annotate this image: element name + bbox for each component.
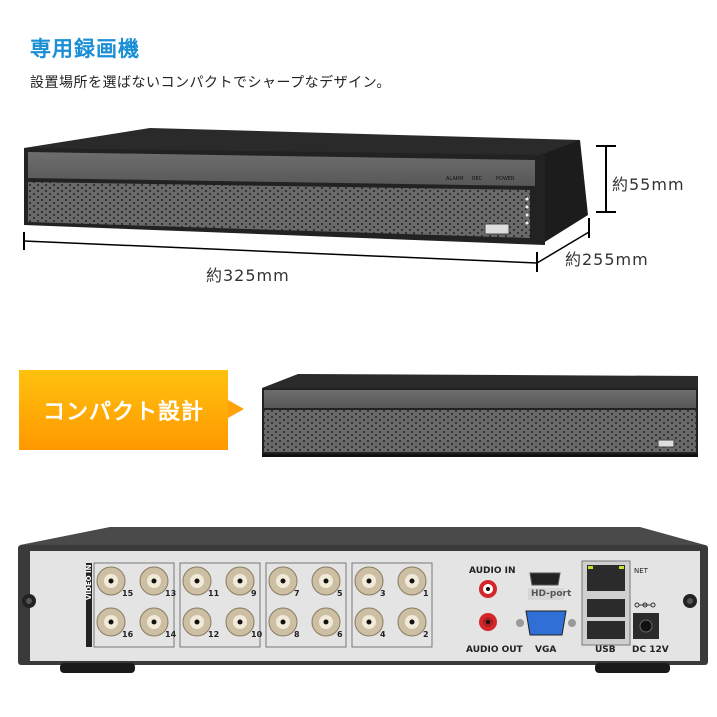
dvr-front-illustration bbox=[23, 128, 616, 272]
page-title: 専用録画機 bbox=[30, 37, 140, 61]
dc-12v-label: DC 12V bbox=[632, 645, 669, 655]
depth-dimension-label: 約255mm bbox=[565, 250, 649, 269]
bnc-14: 14 bbox=[165, 630, 177, 639]
bnc-1: 1 bbox=[423, 589, 429, 598]
usb-label: USB bbox=[595, 645, 616, 655]
bnc-connectors bbox=[96, 566, 427, 637]
indicator-rec: REC bbox=[472, 176, 483, 182]
bnc-7: 7 bbox=[294, 589, 300, 598]
video-in-label: VIDEO IN bbox=[85, 564, 93, 600]
bnc-13: 13 bbox=[165, 589, 177, 598]
bnc-8: 8 bbox=[294, 630, 300, 639]
bnc-10: 10 bbox=[251, 630, 263, 639]
banner-label: コンパクト設計 bbox=[42, 400, 204, 425]
back-panel-illustration bbox=[18, 527, 708, 673]
vga-label: VGA bbox=[535, 645, 557, 655]
indicator-power: POWER bbox=[496, 176, 515, 182]
bnc-6: 6 bbox=[337, 630, 343, 639]
bnc-9: 9 bbox=[251, 589, 257, 598]
dvr-back-panel: VIDEO IN 15 13 11 9 7 5 3 1 16 14 12 10 … bbox=[0, 505, 717, 685]
bnc-11: 11 bbox=[208, 589, 220, 598]
height-dimension-label: 約55mm bbox=[612, 175, 685, 194]
audio-in-label: AUDIO IN bbox=[469, 566, 516, 576]
indicator-alarm: ALARM bbox=[446, 176, 464, 182]
bnc-5: 5 bbox=[337, 589, 343, 598]
bnc-16: 16 bbox=[122, 630, 134, 639]
bnc-15: 15 bbox=[122, 589, 134, 598]
hd-port-label: HD-port bbox=[531, 589, 572, 599]
bnc-12: 12 bbox=[208, 630, 220, 639]
compact-design-banner: コンパクト設計 bbox=[19, 370, 244, 450]
net-label: NET bbox=[634, 567, 648, 575]
audio-out-label: AUDIO OUT bbox=[466, 645, 523, 655]
page-subtitle: 設置場所を選ばないコンパクトでシャープなデザイン。 bbox=[30, 75, 391, 91]
dvr-compact-illustration bbox=[262, 374, 698, 457]
bnc-3: 3 bbox=[380, 589, 386, 598]
width-dimension-label: 約325mm bbox=[206, 266, 290, 285]
bnc-2: 2 bbox=[423, 630, 429, 639]
dvr-front-view: ALARM REC POWER 約325mm 約55mm 約255mm bbox=[0, 0, 717, 300]
bnc-4: 4 bbox=[380, 630, 386, 639]
